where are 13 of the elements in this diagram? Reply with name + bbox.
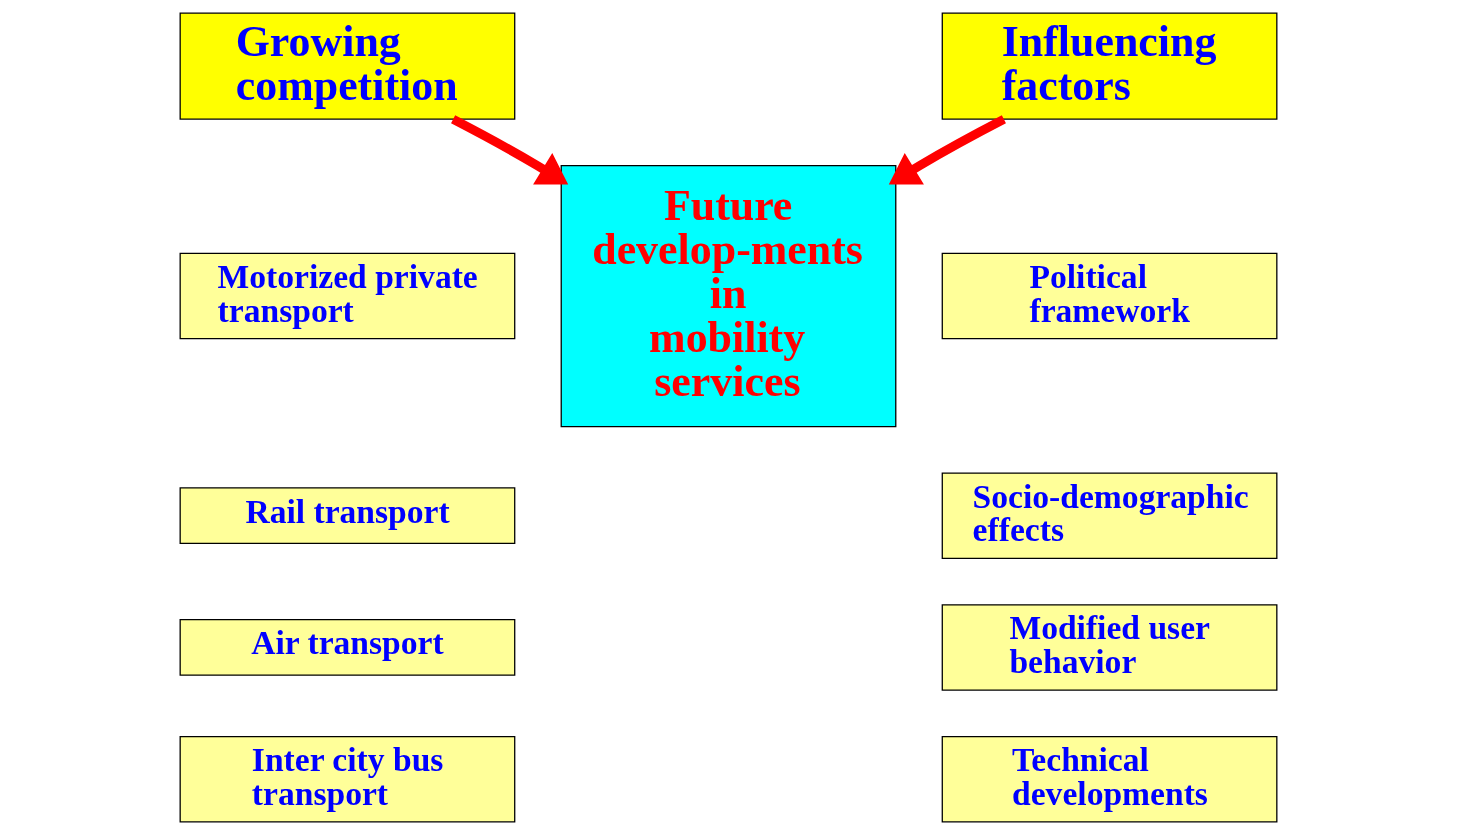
node-box: Rail transport	[179, 487, 516, 545]
node-box: Air transport	[179, 619, 516, 676]
node-box: Political framework	[941, 252, 1278, 340]
node-box: Influencing factors	[941, 12, 1278, 120]
node-box: Socio-demographic effects	[941, 472, 1278, 559]
node-box: Technical developments	[941, 735, 1278, 823]
node-box: Growing competition	[179, 12, 516, 120]
node-box: Motorized private transport	[179, 252, 516, 340]
node-box: Inter city bus transport	[179, 735, 516, 823]
arrow	[888, 115, 1006, 185]
arrow	[451, 115, 569, 185]
node-box: Modified user behavior	[941, 604, 1278, 691]
node-box: Future develop-ments in mobility services	[560, 164, 897, 428]
